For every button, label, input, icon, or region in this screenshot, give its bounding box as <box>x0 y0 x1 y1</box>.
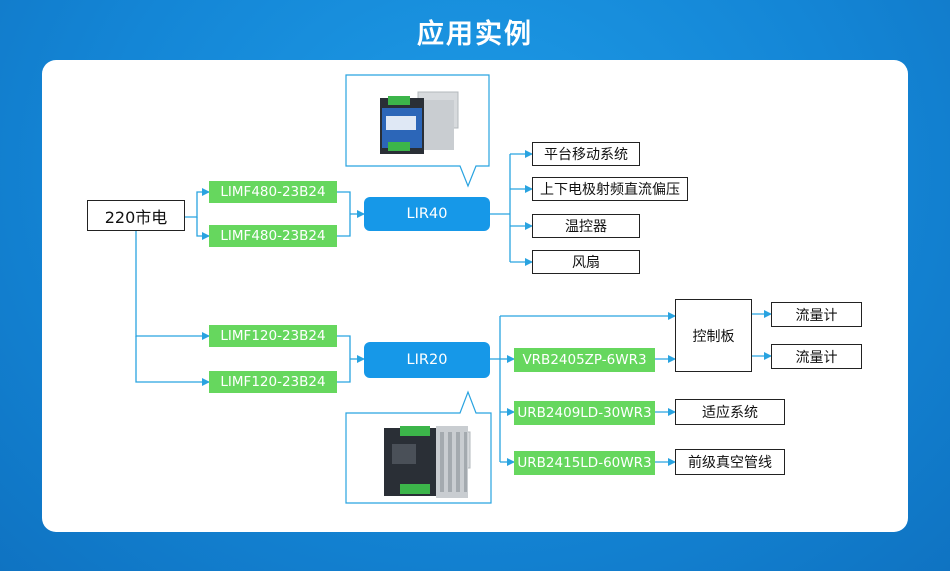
lir40-product-image <box>380 91 459 154</box>
output-box: 风扇 <box>532 250 640 274</box>
output-box: 温控器 <box>532 214 640 238</box>
converter-top-1: LIMF480-23B24 <box>209 181 337 203</box>
controller-box: 控制板 <box>675 299 752 372</box>
load-box: 前级真空管线 <box>675 449 785 475</box>
converter-top-2: LIMF480-23B24 <box>209 225 337 247</box>
page-title: 应用实例 <box>417 19 533 50</box>
dcdc-module-2: URB2409LD-30WR3 <box>514 401 655 425</box>
converter-bottom-2: LIMF120-23B24 <box>209 371 337 393</box>
dcdc-module-3: URB2415LD-60WR3 <box>514 451 655 475</box>
load-box: 适应系统 <box>675 399 785 425</box>
converter-bottom-1: LIMF120-23B24 <box>209 325 337 347</box>
flowmeter-box: 流量计 <box>771 302 862 327</box>
source-box: 220市电 <box>87 200 185 231</box>
lir20-product-image <box>384 426 471 498</box>
output-box: 上下电极射频直流偏压 <box>532 177 688 201</box>
flowmeter-box: 流量计 <box>771 344 862 369</box>
dcdc-module-1: VRB2405ZP-6WR3 <box>514 348 655 372</box>
module-lir40: LIR40 <box>364 197 490 231</box>
module-lir20: LIR20 <box>364 342 490 378</box>
output-box: 平台移动系统 <box>532 142 640 166</box>
